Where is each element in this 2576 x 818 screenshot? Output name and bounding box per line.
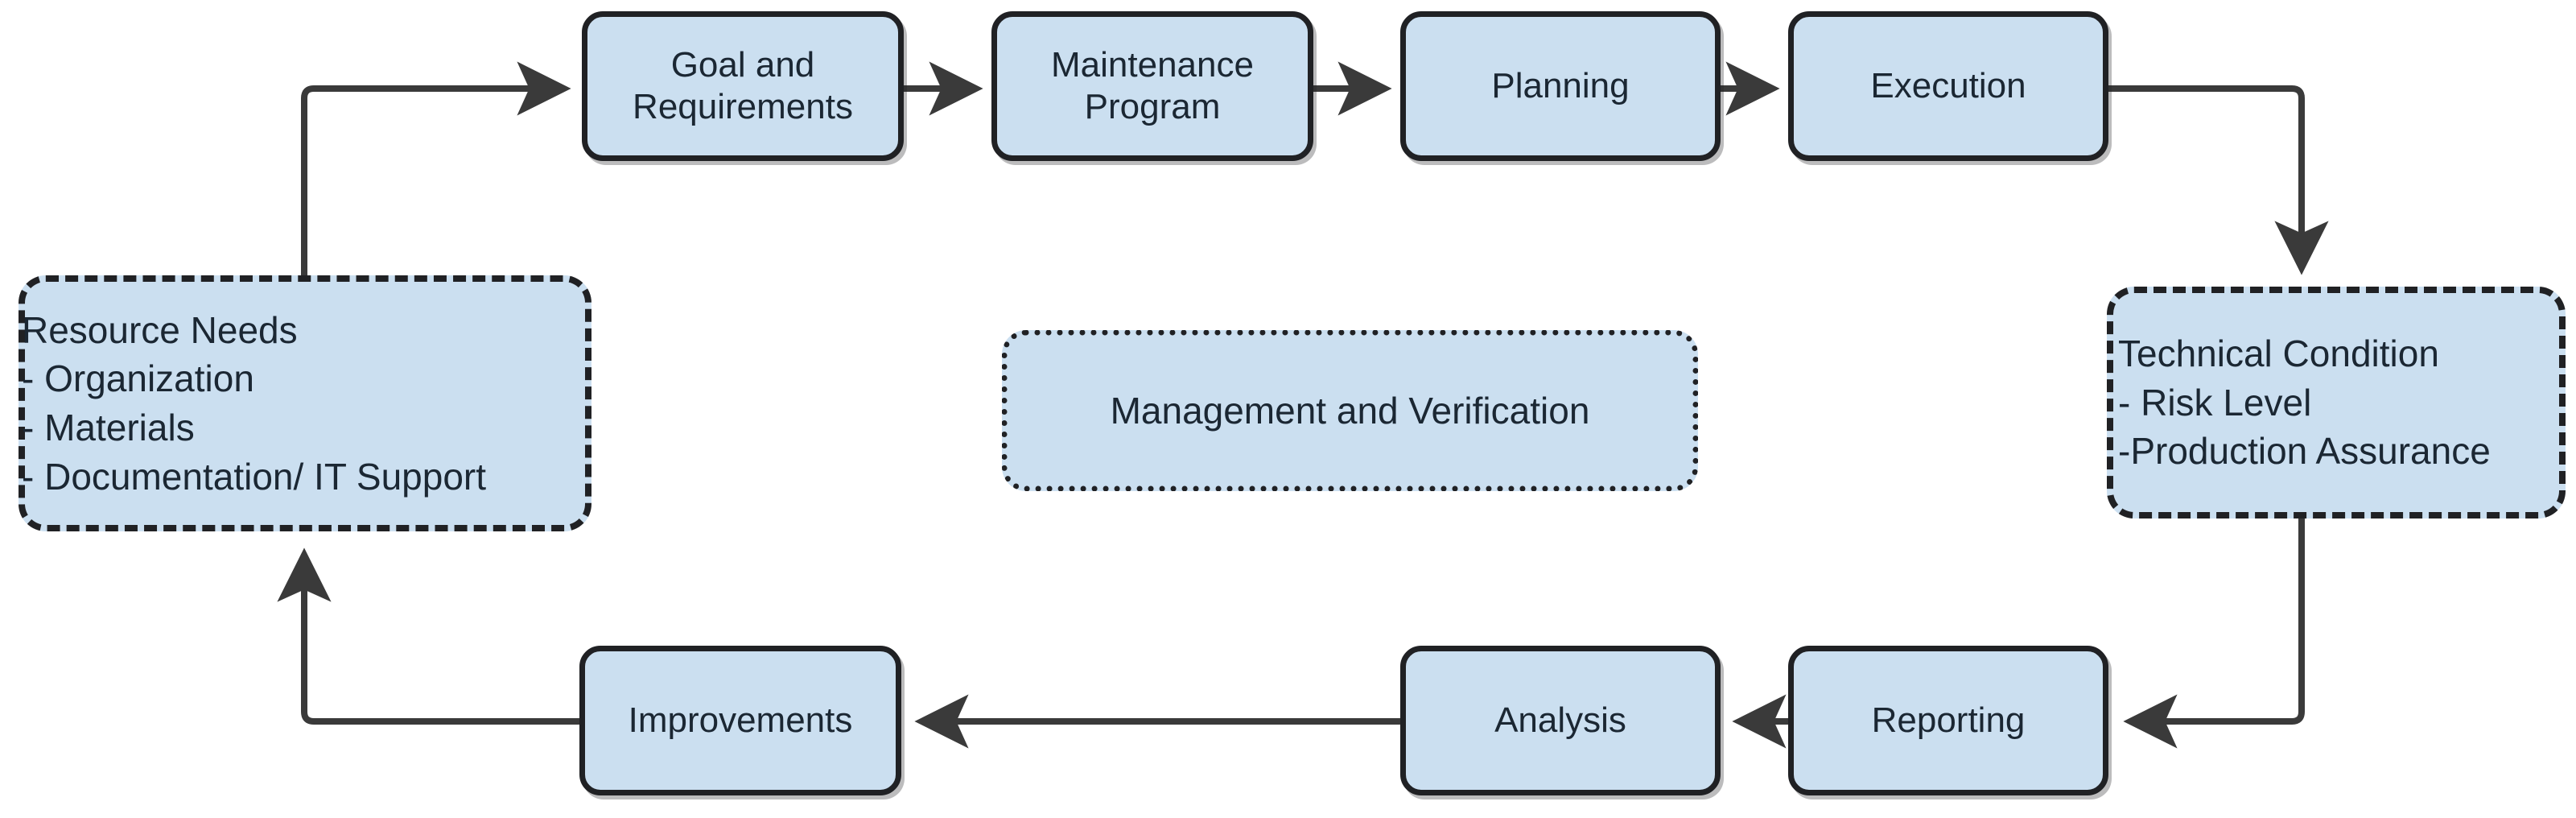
node-label: Improvements [628,700,853,741]
node-planning[interactable]: Planning [1400,11,1721,161]
node-execution[interactable]: Execution [1788,11,2108,161]
edge-improvements-to-resource-needs [277,547,579,725]
node-label: Goal and Requirements [633,45,853,126]
node-technical-condition[interactable]: Technical Condition - Risk Level -Produc… [2107,287,2566,518]
node-label: Analysis [1494,700,1626,741]
node-label: Technical Condition - Risk Level -Produc… [2118,332,2491,473]
node-management-and-verification[interactable]: Management and Verification [1002,330,1698,491]
node-resource-needs[interactable]: Resource Needs - Organization - Material… [19,275,591,531]
node-label: Planning [1491,66,1630,106]
node-improvements[interactable]: Improvements [579,646,901,795]
node-label: Maintenance Program [1051,45,1254,126]
node-label: Resource Needs - Organization - Material… [22,308,486,498]
node-analysis[interactable]: Analysis [1400,646,1721,795]
edge-technical-condition-to-reporting [2123,518,2305,749]
node-reporting[interactable]: Reporting [1788,646,2108,795]
node-label: Reporting [1871,700,2026,741]
node-label: Management and Verification [1110,389,1590,432]
edge-execution-to-technical-condition [2108,85,2329,275]
node-maintenance-program[interactable]: Maintenance Program [991,11,1313,161]
node-goal-and-requirements[interactable]: Goal and Requirements [582,11,904,161]
edge-resource-needs-to-goal [301,61,571,275]
node-label: Execution [1870,66,2026,106]
